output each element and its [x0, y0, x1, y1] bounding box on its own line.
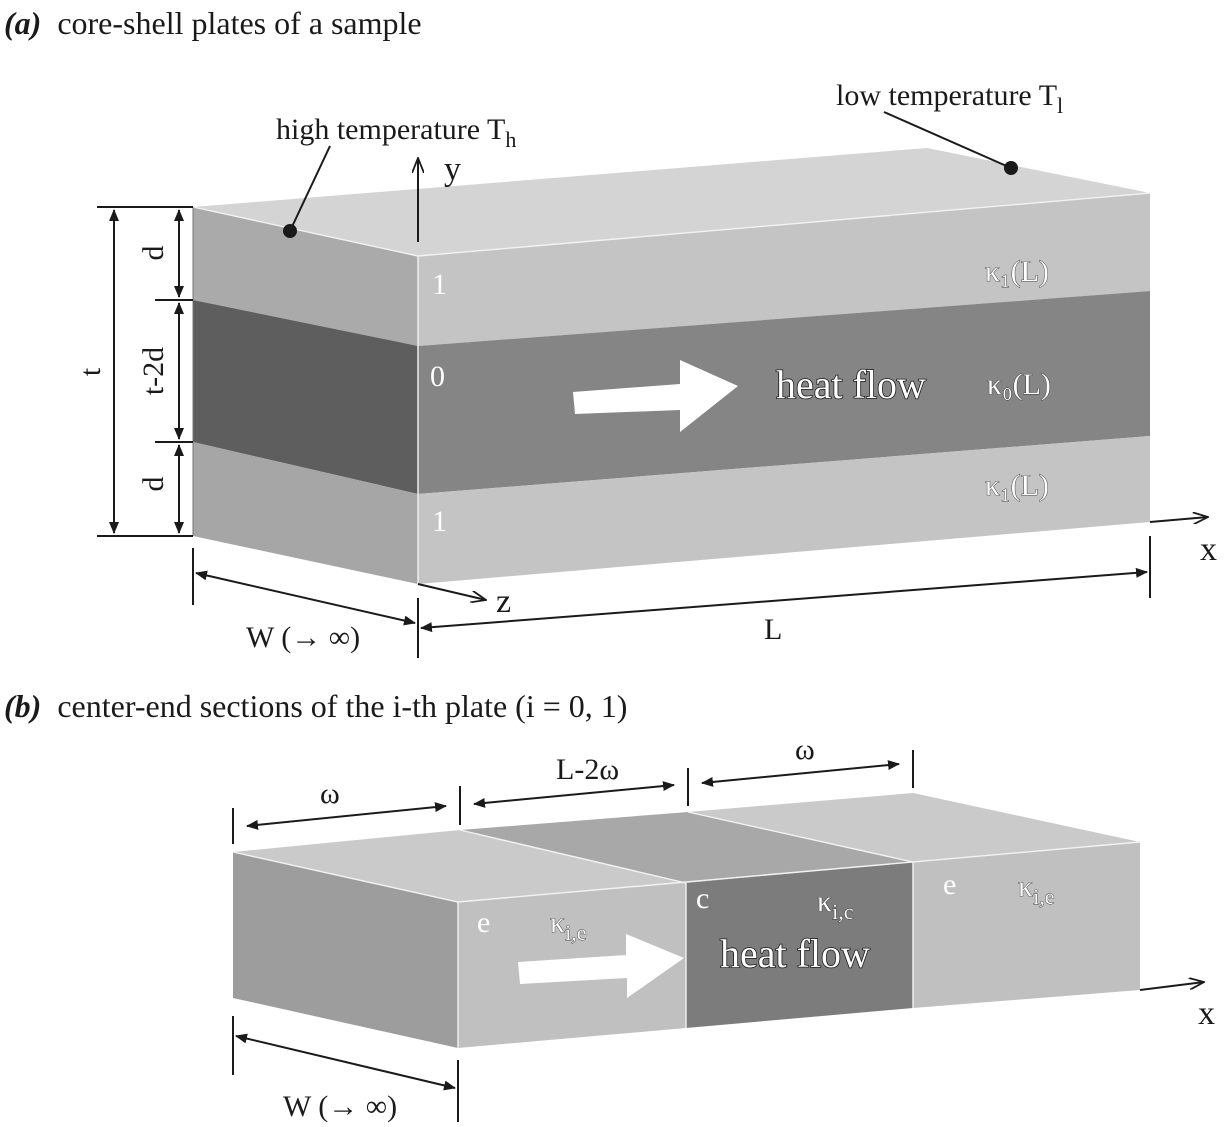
bottom-shell-side-face	[193, 442, 418, 584]
part-a: (a) core-shell plates of a sample heat f…	[4, 5, 1217, 658]
top-shell-side-face	[193, 207, 418, 346]
b-dim-w-arrow	[235, 1033, 456, 1091]
left-end-top-face	[233, 830, 686, 902]
part-a-tag: (a)	[4, 5, 41, 41]
low-temp-dot	[1004, 161, 1018, 175]
part-a-caption-text: core-shell plates of a sample	[57, 5, 421, 41]
center-top-face	[460, 812, 913, 883]
core-side-face	[193, 300, 418, 494]
sec-left-label: e	[477, 906, 490, 939]
high-temp-text: high temperature T	[276, 113, 505, 146]
dim-core-label: t-2d	[137, 347, 170, 395]
kappa-top-shell: κ₁(L)	[985, 255, 1049, 288]
x-axis-arrow	[1149, 517, 1208, 522]
dim-t-label: t	[74, 367, 107, 376]
kappa-core: κ₀(L)	[987, 368, 1051, 401]
low-temp-leader	[883, 111, 1012, 169]
part-b-caption-text: center-end sections of the i-th plate (i…	[57, 688, 627, 724]
b-dim-omega-left-label: ω	[320, 777, 340, 810]
b-top-divider-1	[459, 829, 687, 884]
part-b-tag: (b)	[4, 688, 41, 724]
low-temp-label: low temperature Tl	[836, 79, 1063, 118]
dim-d-top-label: d	[137, 246, 170, 261]
dim-l-arrow	[420, 567, 1148, 633]
part-a-caption: (a) core-shell plates of a sample	[4, 5, 422, 41]
left-end-side-face	[233, 852, 458, 1048]
z-axis-label: z	[496, 583, 511, 620]
high-temp-dot	[283, 224, 297, 238]
high-temp-subscript: h	[505, 127, 516, 152]
part-b: (b) center-end sections of the i-th plat…	[4, 688, 1215, 1123]
b-dim-omega-right-label: ω	[795, 733, 815, 766]
center-front-face	[686, 862, 913, 1028]
low-temp-text: low temperature T	[836, 79, 1057, 112]
heat-flow-arrow	[573, 360, 738, 432]
part-b-caption: (b) center-end sections of the i-th plat…	[4, 688, 627, 724]
b-dim-center-arrow	[473, 781, 675, 808]
kappa-left-symbol: κ	[550, 906, 565, 939]
x-axis-label: x	[1200, 531, 1217, 568]
right-end-top-face	[688, 793, 1140, 862]
high-temp-leader	[289, 145, 331, 232]
dim-w-arrow	[195, 570, 416, 626]
kappa-center-sub: i,c	[832, 899, 854, 924]
b-heat-flow-arrow	[518, 934, 684, 998]
sec-right-label: e	[943, 868, 956, 901]
dim-w-label: W (→ ∞)	[246, 621, 360, 654]
kappa-right-end: κi,e	[1018, 870, 1055, 909]
b-x-axis-arrow	[1139, 982, 1204, 991]
b-heat-flow-label: heat flow	[720, 931, 870, 976]
b-top-divider-2	[687, 811, 914, 863]
top-shell-front-face	[418, 193, 1150, 346]
high-temp-label: high temperature Th	[276, 113, 516, 152]
kappa-left-end: κi,e	[550, 906, 587, 945]
top-face	[193, 148, 1150, 256]
kappa-center-symbol: κ	[817, 885, 832, 918]
right-end-front-face	[913, 842, 1140, 1008]
dim-l-label: L	[764, 613, 782, 646]
b-dim-omega-right-arrow	[701, 760, 900, 787]
bottom-shell-front-face	[418, 436, 1150, 584]
core-front-face	[418, 291, 1150, 494]
b-dim-center-label: L-2ω	[556, 753, 619, 786]
kappa-right-sub: i,e	[1033, 884, 1054, 909]
kappa-center: κi,c	[817, 885, 854, 924]
dim-d-bottom-label: d	[137, 477, 170, 492]
kappa-left-sub: i,e	[565, 920, 586, 945]
layer-label-bottom: 1	[432, 505, 447, 538]
z-axis-arrow	[417, 583, 486, 600]
y-axis-label: y	[444, 151, 461, 188]
b-dim-w-label: W (→ ∞)	[283, 1090, 397, 1123]
layer-label-top: 1	[432, 268, 447, 301]
heat-flow-label: heat flow	[776, 362, 926, 407]
b-x-axis-label: x	[1198, 995, 1215, 1032]
b-dim-omega-left-arrow	[246, 802, 447, 830]
layer-label-core: 0	[430, 360, 445, 393]
kappa-bottom-shell: κ₁(L)	[985, 469, 1049, 502]
sec-center-label: c	[696, 882, 709, 915]
low-temp-subscript: l	[1057, 93, 1063, 118]
kappa-right-symbol: κ	[1018, 870, 1033, 903]
